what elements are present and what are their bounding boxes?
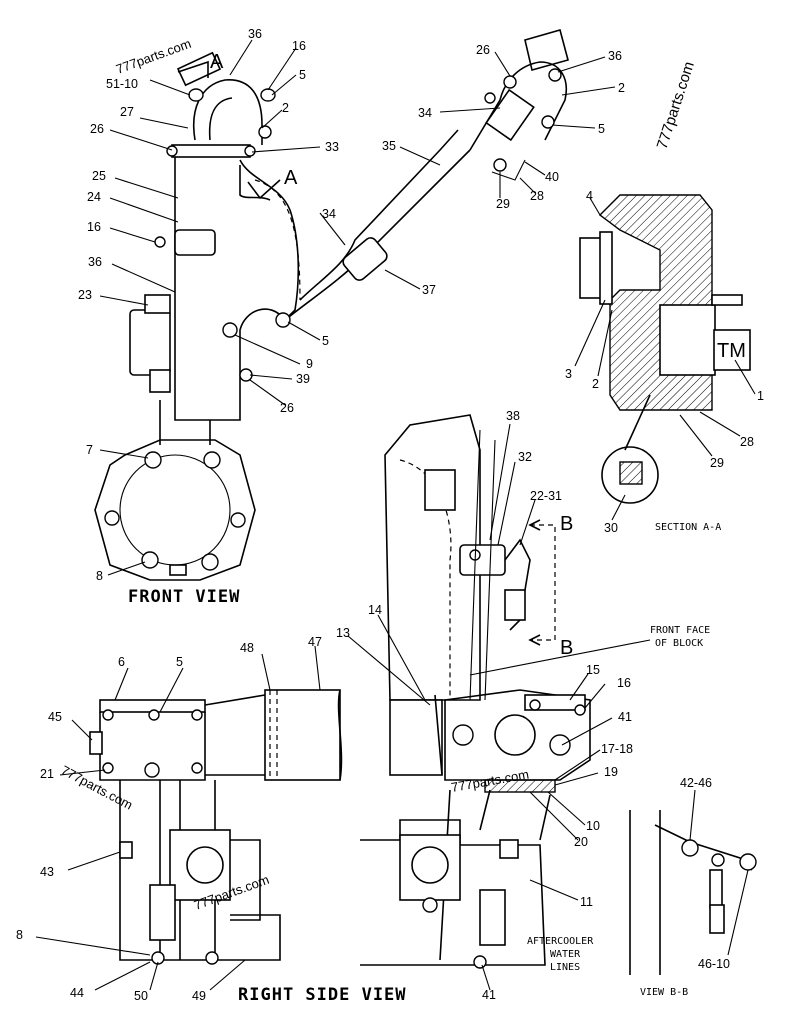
section-a-a-title: SECTION A-A	[655, 522, 721, 533]
callout: 23	[78, 288, 92, 302]
callout: 32	[518, 450, 532, 464]
callout: 47	[308, 635, 322, 649]
callout: 37	[422, 283, 436, 297]
right-side-view-drawing	[89, 689, 343, 965]
callout: 30	[604, 521, 618, 535]
callout: 21	[40, 767, 54, 781]
callout: 16	[617, 676, 631, 690]
of-block-label: OF BLOCK	[655, 638, 703, 649]
aftercooler-label: AFTERCOOLER	[527, 936, 594, 947]
callout: 44	[70, 986, 84, 1000]
water-label: WATER	[550, 949, 581, 960]
callout: 2	[618, 81, 625, 95]
callout: 43	[40, 865, 54, 879]
callout: 29	[496, 197, 510, 211]
callout: 8	[16, 928, 23, 942]
callout: 36	[608, 49, 622, 63]
callout: 50	[134, 989, 148, 1003]
callout: 2	[592, 377, 599, 391]
lines-label: LINES	[550, 962, 580, 973]
section-a-a-drawing: TM	[579, 194, 751, 504]
callout: 28	[740, 435, 754, 449]
b-mark-bottom: B	[560, 637, 573, 659]
callout: 4	[586, 189, 593, 203]
callout: 8	[96, 569, 103, 583]
b-mark-top: B	[560, 513, 573, 535]
callout: 14	[368, 603, 382, 617]
callout: 38	[506, 409, 520, 423]
front-face-leader	[469, 639, 651, 676]
front-face-label: FRONT FACE	[650, 625, 710, 636]
callout: 1	[757, 389, 764, 403]
callout: 5	[176, 655, 183, 669]
callout: 34	[418, 106, 432, 120]
callout: 45	[48, 710, 62, 724]
callout: 11	[580, 895, 593, 909]
callout: 27	[120, 105, 134, 119]
callout: 22-31	[530, 489, 562, 503]
callout: 10	[586, 819, 600, 833]
callout: 29	[710, 456, 724, 470]
leader-lines	[35, 39, 756, 991]
section-mark-bottom: A	[284, 167, 298, 189]
callout: 35	[382, 139, 396, 153]
callout: 33	[325, 140, 339, 154]
callout: 36	[88, 255, 102, 269]
watermark: 777parts.com	[654, 60, 698, 152]
callout: 28	[530, 189, 544, 203]
callout: 42-46	[680, 776, 712, 790]
callout: 3	[565, 367, 572, 381]
callout: 16	[292, 39, 306, 53]
callout: 7	[86, 443, 93, 457]
callout: 26	[476, 43, 490, 57]
callout: 40	[545, 170, 559, 184]
callout: 9	[306, 357, 313, 371]
callout: 5	[598, 122, 605, 136]
watermark: 777parts.com	[59, 762, 136, 812]
callout: 19	[604, 765, 618, 779]
callout: 34	[322, 207, 336, 221]
callout: 51-10	[106, 77, 138, 91]
callout: 6	[118, 655, 125, 669]
callout: 5	[299, 68, 306, 82]
callout: 24	[87, 190, 101, 204]
callout: 48	[240, 641, 254, 655]
side-middle-drawing: B B	[360, 414, 591, 969]
callout: 41	[482, 988, 496, 1002]
section-mark-top: A	[210, 51, 224, 73]
callout: 16	[87, 220, 101, 234]
view-b-b-title: VIEW B-B	[640, 987, 688, 998]
section-a-markers: A A	[177, 51, 298, 200]
callout: 25	[92, 169, 106, 183]
callout: 17-18	[601, 742, 633, 756]
callout: 46-10	[698, 957, 730, 971]
callout: 49	[192, 989, 206, 1003]
callout: 20	[574, 835, 588, 849]
view-b-b-drawing	[629, 810, 757, 975]
right-side-view-title: RIGHT SIDE VIEW	[238, 985, 407, 1005]
front-view-title: FRONT VIEW	[128, 587, 240, 607]
callout: 26	[90, 122, 104, 136]
callout: 13	[336, 626, 350, 640]
tm-stamp: TM	[717, 340, 746, 362]
callout: 5	[322, 334, 329, 348]
callout: 39	[296, 372, 310, 386]
callout: 2	[282, 101, 289, 115]
callout: 26	[280, 401, 294, 415]
callout: 36	[248, 27, 262, 41]
callout: 15	[586, 663, 600, 677]
front-view-drawing	[94, 29, 569, 581]
callout-labels: 51-10 36 16 5 27 2 26 33 25 24 16 36 23 …	[16, 27, 764, 1003]
callout: 41	[618, 710, 632, 724]
